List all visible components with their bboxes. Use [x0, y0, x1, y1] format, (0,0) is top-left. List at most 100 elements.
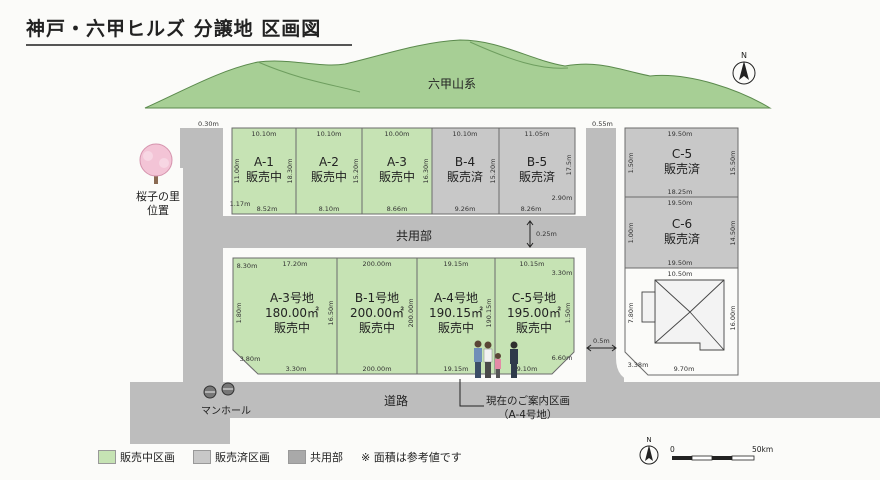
lot-c6-top-dim: 19.50m: [668, 199, 693, 207]
mountain-range: [144, 39, 772, 109]
lot-c5-plot-bottom-dim: 9.10m: [517, 365, 538, 373]
legend-swatch-selling: [98, 450, 116, 464]
lot-a4-plot-area: 190.15㎡: [429, 306, 483, 320]
house-icon: [641, 279, 725, 351]
lot-b1-plot-bottom-dim: 200.00m: [362, 365, 391, 373]
lot-a3-plot-corner-dim-1: 8.30m: [237, 262, 258, 270]
mountain-label: 六甲山系: [428, 77, 476, 91]
legend-swatch-sold: [193, 450, 211, 464]
lot-c5-id: C-5: [672, 147, 692, 161]
lot-b1-plot-area: 200.00㎡: [350, 306, 404, 320]
lot-c5-bottom-dim: 18.25m: [668, 188, 693, 196]
lot-c5-plot-id: C-5号地: [512, 291, 556, 305]
lot-b1-plot-top-dim: 200.00m: [362, 260, 391, 268]
legend-label-common: 共用部: [310, 451, 343, 464]
lot-c6-status: 販売済: [664, 231, 700, 246]
legend-item-sold: 販売済区画: [193, 449, 270, 465]
north-label-top: N: [741, 51, 747, 60]
lot-a1-left-dim: 11.00m: [233, 159, 241, 184]
lot-c5-plot-status: 販売中: [516, 320, 552, 335]
lot-a3-plot-top-dim: 17.20m: [283, 260, 308, 268]
lot-a2-id: A-2: [319, 155, 339, 169]
lot-a2-status: 販売中: [311, 169, 347, 184]
lot-c6-left-dim: 1.00m: [627, 223, 635, 244]
lot-a2-right-dim: 15.20m: [352, 159, 360, 184]
legend: 販売中区画 販売済区画 共用部 ※ 面積は参考値です: [98, 449, 462, 465]
lot-b5-corner-dim: 2.90m: [552, 194, 573, 202]
lot-c5-plot-corner-dim-2: 6.60m: [552, 354, 573, 362]
current-location-pointer: [459, 379, 484, 407]
lot-c6-right-dim: 14.50m: [729, 221, 737, 246]
lot-a1-status: 販売中: [246, 169, 282, 184]
lot-c5-plot-top-dim: 10.15m: [520, 260, 545, 268]
gap-label-right: 0.5m: [593, 337, 610, 345]
lot-a1-bottom-dim: 8.52m: [257, 205, 278, 213]
scale-bar: [672, 455, 755, 461]
lot-c5-plot-corner-dim-1: 3.30m: [552, 269, 573, 277]
north-arrow-bottom-icon: [639, 445, 659, 465]
sakura-label-line1: 桜子の里: [136, 189, 180, 203]
lot-a1-corner-dim: 1.17m: [230, 200, 251, 208]
manhole-icon: [203, 382, 235, 399]
lot-a3-plot-area: 180.00㎡: [265, 306, 319, 320]
lot-a4-plot-id: A-4号地: [434, 291, 478, 305]
legend-label-sold: 販売済区画: [215, 451, 270, 464]
lot-c5-top-dim: 19.50m: [668, 130, 693, 138]
house-lot-bottom-dim: 9.70m: [674, 365, 695, 373]
lot-a3-status: 販売中: [379, 169, 415, 184]
lot-b5-right-dim: 17.5m: [565, 155, 573, 176]
north-arrow-top-icon: [732, 61, 756, 85]
lot-b5-id: B-5: [527, 155, 547, 169]
legend-note: ※ 面積は参考値です: [361, 451, 462, 464]
lot-c6-bottom-dim: 19.50m: [668, 259, 693, 267]
lot-a4-plot-status: 販売中: [438, 320, 474, 335]
top-lot-row: [231, 127, 576, 215]
lot-a2-bottom-dim: 8.10m: [319, 205, 340, 213]
lot-b4-status: 販売済: [447, 169, 483, 184]
lot-c5-shape: [624, 127, 739, 198]
lot-a2-top-dim: 10.10m: [317, 130, 342, 138]
lot-a3-plot-corner-dim-2: 3.80m: [240, 355, 261, 363]
lot-b1-plot-right-dim: 200.00m: [407, 298, 415, 327]
house-lot-left-dim: 7.80m: [627, 303, 635, 324]
lot-b1-plot-id: B-1号地: [355, 291, 399, 305]
house-lot-top-dim: 10.50m: [668, 270, 693, 278]
lot-a3-id: A-3: [387, 155, 407, 169]
lot-b4-top-dim: 10.10m: [453, 130, 478, 138]
lot-c5-right-dim: 15.50m: [729, 151, 737, 176]
lot-c5-plot-right-dim: 1.50m: [564, 303, 572, 324]
lot-a3-plot-status: 販売中: [274, 320, 310, 335]
current-location-line2: （A-4号地）: [498, 408, 557, 421]
lot-b1-plot-status: 販売中: [359, 320, 395, 335]
lot-a3-plot-left-dim: 1.80m: [235, 303, 243, 324]
legend-label-selling: 販売中区画: [120, 451, 175, 464]
legend-item-common: 共用部: [288, 449, 343, 465]
lot-a1-id: A-1: [254, 155, 274, 169]
lot-a1-right-dim: 18.30m: [286, 159, 294, 184]
lot-c5-left-dim: 1.50m: [627, 153, 635, 174]
sakura-tree-icon: [139, 143, 173, 184]
lot-a4-plot-bottom-dim: 19.15m: [444, 365, 469, 373]
lot-b5-status: 販売済: [519, 169, 555, 184]
house-lot-right-dim: 16.00m: [729, 306, 737, 331]
lot-b4-id: B-4: [455, 155, 475, 169]
sakura-label-line2: 位置: [147, 203, 169, 217]
house-lot-corner-dim: 3.38m: [628, 361, 649, 369]
title-underline: [26, 44, 352, 46]
current-location-line1: 現在のご案内区画: [486, 394, 570, 407]
legend-swatch-common: [288, 450, 306, 464]
page-title: 神戸・六甲ヒルズ 分譲地 区画図: [26, 18, 322, 40]
lot-c5-plot-area: 195.00㎡: [507, 306, 561, 320]
lot-c6-shape: [624, 196, 739, 269]
lot-a3-plot-right-dim: 16.50m: [327, 301, 335, 326]
lot-b4-right-dim: 15.20m: [489, 159, 497, 184]
road-label: 道路: [384, 393, 408, 408]
family-figures-icon: [474, 340, 518, 378]
scale-end-label: 50km: [752, 445, 773, 454]
lot-b5-bottom-dim: 8.26m: [521, 205, 542, 213]
manhole-label: マンホール: [201, 405, 251, 417]
lot-a1-top-dim: 10.10m: [252, 130, 277, 138]
lot-a3-top-dim: 10.00m: [385, 130, 410, 138]
legend-item-selling: 販売中区画: [98, 449, 175, 465]
gap-label-mid: 0.25m: [536, 230, 557, 238]
